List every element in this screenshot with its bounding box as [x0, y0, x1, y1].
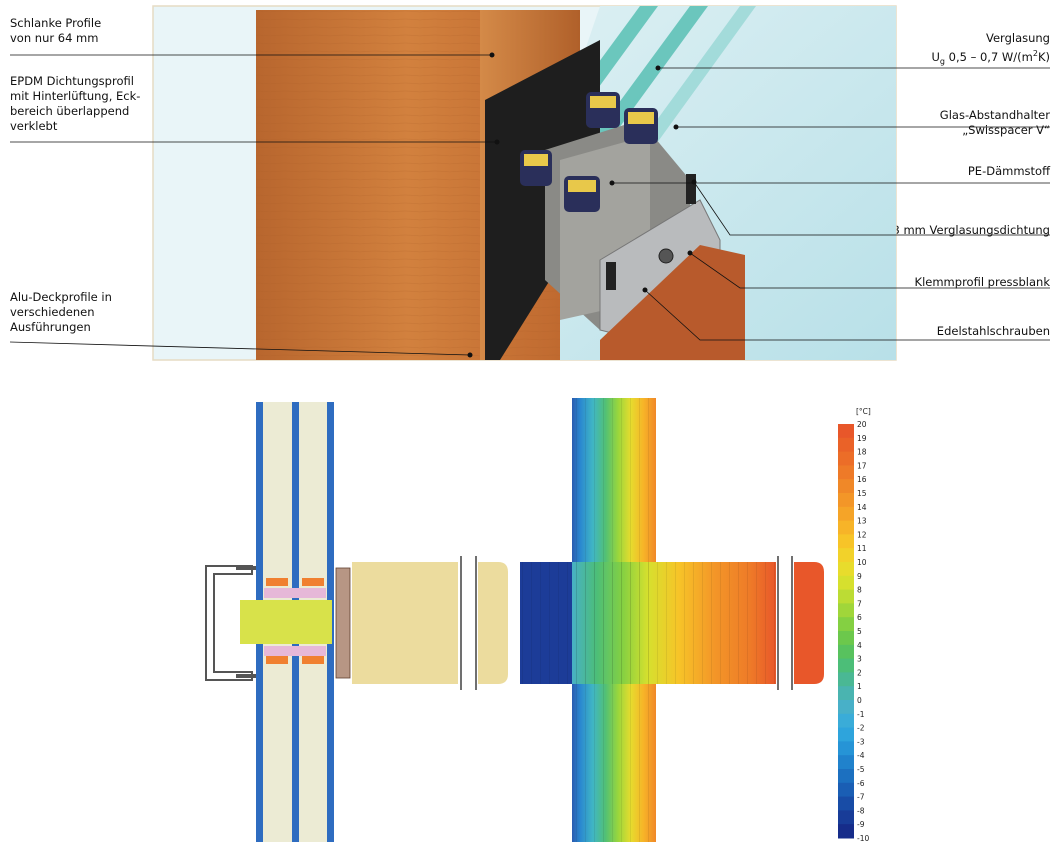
scale-tick-label: -5 — [857, 765, 865, 774]
scale-swatch — [838, 810, 854, 825]
label-profile: Schlanke Profile von nur 64 mm — [10, 16, 102, 45]
scale-tick-label: 9 — [857, 572, 862, 581]
label-alu: Alu-Deckprofile in verschiedenen Ausführ… — [10, 290, 112, 334]
section-frame-end — [478, 562, 508, 684]
scale-swatch — [838, 506, 854, 522]
scale-tick-label: 2 — [857, 668, 862, 677]
thermal-frame-end — [794, 562, 824, 684]
glazing-seal-bottom — [606, 262, 616, 290]
spacer-bottom-2 — [302, 656, 324, 664]
scale-tick-label: 3 — [857, 655, 862, 664]
scale-tick-label: -2 — [857, 724, 865, 733]
label-clamp: Klemmprofil pressblank — [914, 275, 1050, 289]
scale-swatch — [838, 465, 854, 480]
label-seal: 3 mm Verglasungsdichtung — [892, 223, 1050, 237]
epdm-seal-profile — [485, 40, 600, 360]
scale-tick-label: 14 — [857, 503, 867, 512]
scale-swatch — [838, 644, 854, 660]
scale-tick-label: -4 — [857, 751, 865, 760]
leader-lines-left — [9, 54, 497, 356]
scale-tick-label: 6 — [857, 613, 862, 622]
scale-swatch — [838, 548, 854, 563]
section-clamp — [236, 566, 256, 678]
scale-tick-label: 17 — [857, 461, 867, 470]
scale-tick-label: 4 — [857, 641, 862, 650]
scale-tick-label: 16 — [857, 475, 867, 484]
label-screws: Edelstahlschrauben — [936, 324, 1050, 338]
scale-swatch — [838, 520, 854, 535]
thermal-simulation — [520, 398, 824, 842]
scale-swatch — [838, 424, 854, 439]
seal-top — [264, 588, 326, 598]
scale-swatch — [838, 617, 854, 632]
seal-bottom — [264, 646, 326, 656]
scale-tick-label: 10 — [857, 558, 867, 567]
scale-tick-label: -10 — [857, 834, 869, 843]
scale-tick-label: 19 — [857, 434, 867, 443]
leader-lines-right — [612, 67, 1050, 341]
scale-swatch — [838, 493, 854, 508]
scale-swatch — [838, 589, 854, 604]
spacer-top-1 — [266, 578, 288, 586]
scale-tick-label: -1 — [857, 710, 865, 719]
scale-swatch — [838, 727, 854, 742]
scale-tick-label: 20 — [857, 420, 867, 429]
section-core — [240, 600, 332, 644]
scale-swatch — [838, 700, 854, 715]
scale-swatch — [838, 479, 854, 494]
scale-swatch — [838, 672, 854, 687]
glazing-seal-top — [686, 174, 696, 204]
label-pe: PE-Dämmstoff — [967, 164, 1050, 178]
scale-swatch — [838, 686, 854, 701]
scale-tick-label: 1 — [857, 682, 862, 691]
scale-tick-label: 7 — [857, 599, 862, 608]
scale-swatch — [838, 451, 854, 466]
scale-swatch — [838, 562, 854, 577]
scale-swatch — [838, 713, 854, 729]
alu-cover-profile — [600, 245, 745, 360]
scale-tick-label: 8 — [857, 586, 862, 595]
scale-tick-label: 15 — [857, 489, 867, 498]
label-spacer: Glas-Abstandhalter „Swisspacer V“ — [939, 108, 1050, 137]
scale-swatch — [838, 603, 854, 618]
scale-swatch — [838, 782, 854, 798]
temperature-scale: [°C] 20191817161514131211109876543210-1-… — [838, 407, 871, 843]
scale-tick-label: 18 — [857, 448, 867, 457]
scale-tick-label: -3 — [857, 737, 865, 746]
scale-swatch — [838, 631, 854, 646]
thermal-mesh-h — [520, 562, 776, 684]
glass-spacers — [520, 92, 658, 212]
scale-tick-label: -6 — [857, 779, 865, 788]
scale-tick-label: -8 — [857, 806, 865, 815]
scale-swatch — [838, 575, 854, 591]
u-value: Ug 0,5 – 0,7 W/(m2K) — [931, 49, 1050, 67]
scale-swatch — [838, 769, 854, 784]
section-frame-insulation — [352, 562, 458, 684]
scale-swatch — [838, 741, 854, 756]
steel-screw-head — [658, 248, 674, 264]
scale-swatch — [838, 658, 854, 673]
scale-swatch — [838, 534, 854, 549]
label-glazing: Verglasung Ug 0,5 – 0,7 W/(m2K) — [931, 31, 1050, 69]
spacer-bottom-1 — [266, 656, 288, 664]
scale-swatch — [838, 796, 854, 811]
scale-tick-label: -7 — [857, 793, 865, 802]
scale-tick-label: 11 — [857, 544, 867, 553]
scale-tick-label: 12 — [857, 530, 867, 539]
scale-tick-label: 5 — [857, 627, 862, 636]
scale-swatch — [838, 437, 854, 453]
cross-section-drawing — [205, 402, 508, 842]
spacer-top-2 — [302, 578, 324, 586]
section-screw-block — [335, 567, 351, 679]
scale-tick-label: -9 — [857, 820, 865, 829]
scale-unit: [°C] — [856, 407, 871, 416]
leader-dots-left — [467, 52, 500, 358]
scale-tick-label: 0 — [857, 696, 862, 705]
leader-dots-right — [609, 65, 697, 293]
scale-swatch — [838, 755, 854, 770]
label-epdm: EPDM Dichtungsprofil mit Hinterlüftung, … — [10, 74, 141, 133]
scale-tick-label: 13 — [857, 517, 867, 526]
scale-swatch — [838, 824, 854, 839]
